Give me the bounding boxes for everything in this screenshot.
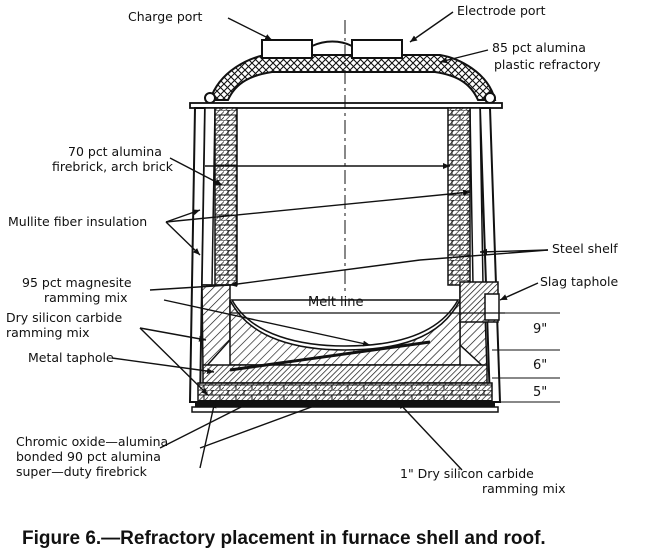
roof-ring-left bbox=[204, 92, 216, 104]
label-slag-taphole: Slag taphole bbox=[540, 274, 619, 289]
label-sic-1in-2: ramming mix bbox=[482, 481, 566, 496]
slag-taphole-spout bbox=[484, 293, 500, 321]
right-insulation bbox=[469, 107, 484, 286]
label-70-alumina-1: 70 pct alumina bbox=[68, 144, 162, 159]
label-chromic-3: super—duty firebrick bbox=[16, 464, 148, 479]
roof-ring-right bbox=[484, 92, 496, 104]
label-metal-taphole: Metal taphole bbox=[28, 350, 114, 365]
dim-9-label: 9" bbox=[533, 322, 547, 337]
right-firebrick-wall bbox=[447, 107, 471, 286]
label-chromic-1: Chromic oxide—alumina bbox=[16, 434, 168, 449]
metal-taphole-channel bbox=[229, 340, 431, 372]
label-charge-port: Charge port bbox=[128, 9, 203, 24]
dimensions: 9" 6" 5" bbox=[492, 312, 560, 403]
label-70-alumina-2: firebrick, arch brick bbox=[52, 159, 174, 174]
left-magnesite-wall bbox=[201, 284, 231, 372]
left-firebrick-wall bbox=[214, 107, 238, 286]
label-dry-sic-2: ramming mix bbox=[6, 325, 90, 340]
roof-refractory bbox=[208, 54, 497, 101]
label-mullite: Mullite fiber insulation bbox=[8, 214, 147, 229]
melt-line-label: Melt line bbox=[308, 295, 364, 310]
roof-ring-plate bbox=[189, 102, 503, 109]
label-sic-1in-1: 1" Dry silicon carbide bbox=[400, 466, 534, 481]
label-magnesite-1: 95 pct magnesite bbox=[22, 275, 132, 290]
figure-caption: Figure 6.—Refractory placement in furnac… bbox=[22, 528, 546, 549]
dim-5-label: 5" bbox=[533, 385, 547, 400]
left-insulation bbox=[201, 107, 216, 286]
label-85-alumina-2: plastic refractory bbox=[494, 57, 601, 72]
firebrick-floor bbox=[197, 382, 493, 402]
electrode-port-block bbox=[351, 39, 403, 59]
hearth bbox=[191, 281, 500, 413]
label-electrode-port: Electrode port bbox=[457, 3, 546, 18]
dim-6-label: 6" bbox=[533, 358, 547, 373]
label-85-alumina-1: 85 pct alumina bbox=[492, 40, 586, 55]
charge-port-block bbox=[261, 39, 313, 59]
magnesite-bowl bbox=[229, 299, 461, 366]
label-dry-sic-1: Dry silicon carbide bbox=[6, 310, 122, 325]
label-magnesite-2: ramming mix bbox=[44, 290, 128, 305]
roof bbox=[189, 39, 503, 109]
leader-lines bbox=[111, 11, 549, 471]
label-steel-shelf: Steel shelf bbox=[552, 241, 618, 256]
melt-cavity bbox=[230, 299, 460, 347]
base-plate bbox=[191, 406, 499, 413]
sic-base-layer bbox=[195, 401, 495, 407]
label-chromic-2: bonded 90 pct alumina bbox=[16, 449, 161, 464]
